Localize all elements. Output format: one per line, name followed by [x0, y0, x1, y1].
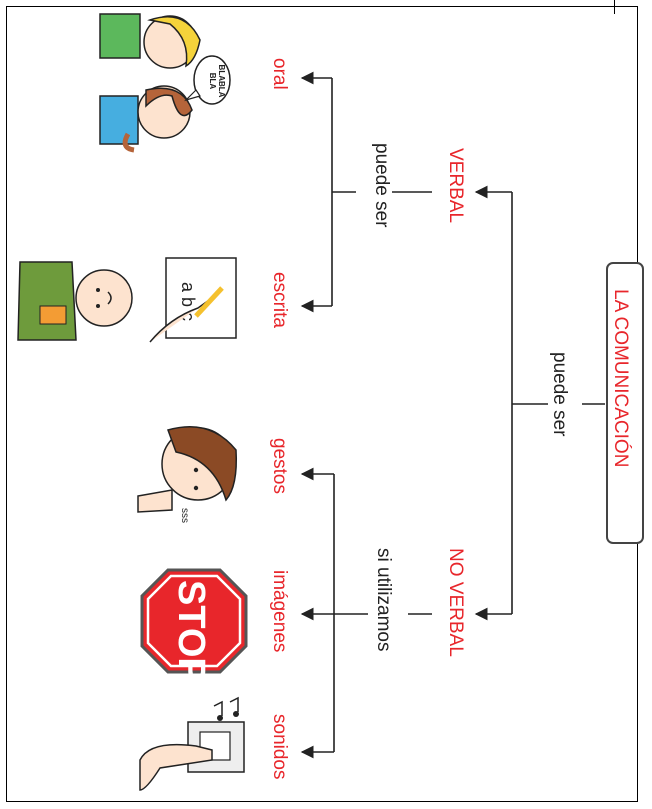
verbal-connector-phrase: puede ser: [371, 143, 392, 228]
stop-sign-pictogram: [140, 568, 248, 674]
noverbal-branch-label: NO VERBAL: [445, 548, 466, 657]
gestos-pictogram: [137, 426, 238, 513]
root-concept-label: LA COMUNICACIÓN: [610, 289, 631, 468]
noverbal-connector-phrase: si utilizamos: [373, 548, 394, 652]
oral-label: oral: [269, 58, 290, 90]
sonidos-pictogram: [139, 696, 245, 791]
frame-corner-mark: [614, 0, 615, 14]
oral-pictogram: [99, 13, 231, 153]
stop-sign-text: STOP: [170, 580, 212, 683]
root-concept-box: [606, 262, 644, 544]
gestos-label: gestos: [269, 438, 290, 494]
root-connector-phrase: puede ser: [549, 352, 570, 437]
imagenes-label: imágenes: [269, 570, 290, 653]
speech-bubble-text: BLABLA BLA: [208, 64, 226, 98]
whisper-text: sss: [179, 508, 190, 523]
verbal-branch-label: VERBAL: [445, 148, 466, 223]
sonidos-label: sonidos: [269, 714, 290, 780]
escrita-label: escrita: [269, 272, 290, 328]
escrita-pictogram: a b c: [17, 257, 237, 343]
